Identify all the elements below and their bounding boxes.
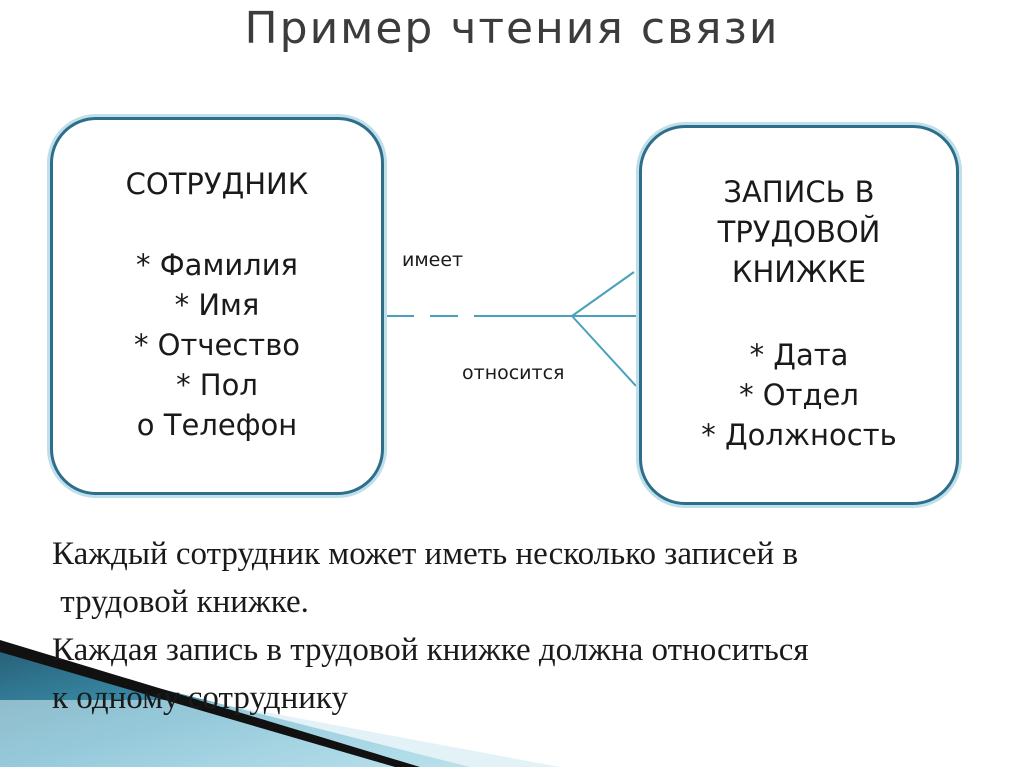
relationship-label-belongs: относится (462, 362, 564, 384)
entity-work-record-name: ЗАПИСЬ В ТРУДОВОЙ КНИЖКЕ (642, 172, 956, 292)
attribute-item: * Фамилия (53, 245, 381, 285)
attribute-item: * Отдел (642, 375, 956, 415)
statement-line: Каждый сотрудник может иметь несколько з… (52, 535, 798, 573)
statement-line: Каждая запись в трудовой книжке должна о… (52, 631, 809, 669)
relationship-label-has: имеет (402, 249, 463, 271)
crowfoot-lower (572, 316, 636, 386)
attribute-item: * Имя (53, 285, 381, 325)
entity-name-line: ТРУДОВОЙ (642, 212, 956, 252)
entity-employee-name-block: СОТРУДНИК (53, 164, 381, 204)
attribute-item: о Телефон (53, 405, 381, 445)
entity-employee-name: СОТРУДНИК (53, 164, 381, 204)
entity-name-line: КНИЖКЕ (642, 252, 956, 292)
statement-line: к одному сотруднику (52, 679, 348, 717)
statement-line: трудовой книжке. (52, 583, 309, 621)
entity-employee-attributes: * Фамилия * Имя * Отчество * Пол о Телеф… (53, 245, 381, 445)
entity-work-record: ЗАПИСЬ В ТРУДОВОЙ КНИЖКЕ * Дата * Отдел … (639, 125, 959, 505)
attribute-item: * Пол (53, 365, 381, 405)
entity-work-record-attributes: * Дата * Отдел * Должность (642, 335, 956, 455)
attribute-item: * Должность (642, 415, 956, 455)
entity-employee: СОТРУДНИК * Фамилия * Имя * Отчество * П… (50, 117, 384, 495)
entity-name-line: ЗАПИСЬ В (642, 172, 956, 212)
attribute-item: * Отчество (53, 325, 381, 365)
crowfoot-upper (572, 272, 634, 316)
attribute-item: * Дата (642, 335, 956, 375)
